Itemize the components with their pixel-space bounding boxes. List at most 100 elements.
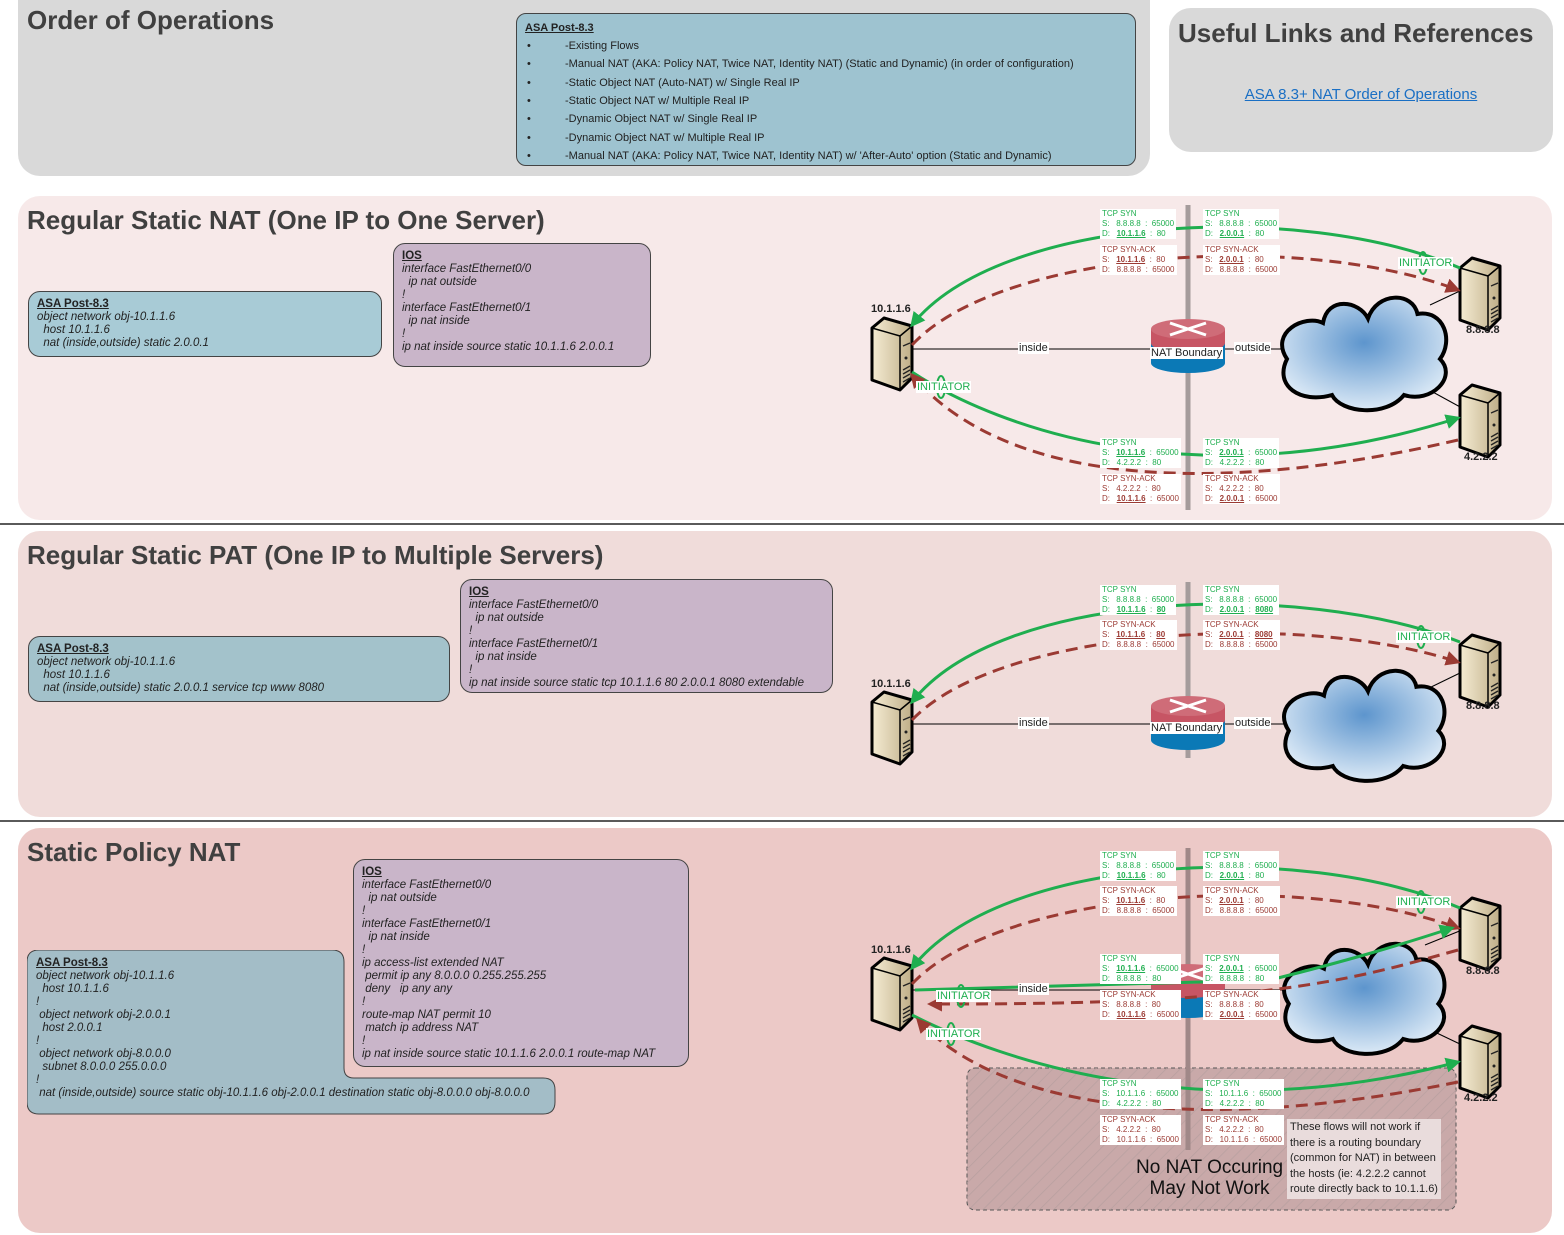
server-icon-vent	[902, 1005, 911, 1011]
tcp-syn-ack-packet-label: TCP SYN-ACK S: 4.2.2.2 : 80 D: 2.0.0.1 :…	[1203, 474, 1280, 504]
syn-ack-flow-arrow	[910, 631, 1461, 722]
server-icon-vent	[1490, 686, 1499, 692]
internet-cloud-icon	[1280, 295, 1449, 413]
order-of-operations-item-text: -Static Object NAT (Auto-NAT) w/ Single …	[565, 76, 800, 89]
nat-boundary-label: NAT Boundary	[1150, 722, 1224, 734]
config-line: !	[36, 1074, 40, 1086]
server-icon-vent	[902, 1013, 911, 1019]
tcp-syn-ack-packet-label: TCP SYN-ACK S: 2.0.0.1 : 8080 D: 8.8.8.8…	[1203, 620, 1280, 650]
tcp-syn-packet-label: TCP SYN S: 8.8.8.8 : 65000 D: 10.1.1.6 :…	[1100, 209, 1177, 239]
host-ip-label: 8.8.8.8	[1466, 324, 1500, 336]
nat-boundary-label: NAT Boundary	[1150, 347, 1224, 359]
order-of-operations-item: •-Static Object NAT w/ Multiple Real IP	[525, 92, 1127, 110]
tcp-syn-ack-packet-label: TCP SYN-ACK S: 2.0.0.1 : 80 D: 8.8.8.8 :…	[1203, 886, 1280, 916]
server-icon-drive	[1490, 282, 1499, 287]
syn-ack-flow-arrow	[915, 1017, 1459, 1112]
initiator-label: INITIATOR	[926, 1028, 982, 1040]
server-icon-drive	[1490, 409, 1499, 414]
config-line: interface FastEthernet0/0	[402, 263, 532, 275]
tcp-syn-ack-packet-label: TCP SYN-ACK S: 10.1.1.6 : 80 D: 8.8.8.8 …	[1100, 886, 1177, 916]
initiator-label: INITIATOR	[1396, 896, 1452, 908]
server-icon-drive	[902, 716, 911, 721]
server-icon-vent	[1490, 682, 1499, 688]
order-of-operations-item-text: -Dynamic Object NAT w/ Multiple Real IP	[565, 131, 765, 144]
config-line: interface FastEthernet0/0	[469, 599, 599, 611]
bullet-icon: •	[527, 149, 531, 162]
server-icon-drive	[1490, 922, 1499, 927]
server-icon-led	[1492, 1064, 1496, 1068]
config-box-title: IOS	[402, 250, 422, 262]
config-line: nat (inside,outside) static 2.0.0.1 serv…	[37, 682, 325, 694]
config-box-title: ASA Post-8.3	[37, 643, 109, 655]
server-icon-vent	[902, 373, 911, 379]
server-icon-edge	[1459, 905, 1501, 970]
host-ip-label: 4.2.2.2	[1464, 1092, 1498, 1104]
server-icon-edge	[871, 965, 913, 1030]
order-of-operations-item-text: -Static Object NAT w/ Multiple Real IP	[565, 95, 750, 108]
server-icon-vent	[902, 365, 911, 371]
server-icon-vent	[1490, 1085, 1499, 1091]
server-icon-edge	[871, 325, 913, 390]
tcp-syn-ack-packet-label: TCP SYN-ACK S: 10.1.1.6 : 80 D: 8.8.8.8 …	[1100, 620, 1177, 650]
order-of-operations-item-text: -Existing Flows	[565, 40, 639, 53]
config-box-title: ASA Post-8.3	[37, 298, 109, 310]
bullet-icon: •	[527, 76, 531, 89]
server-icon-vent	[1490, 444, 1499, 450]
server-icon-vent	[902, 739, 911, 745]
config-line: ip nat inside	[362, 931, 430, 943]
config-box-title: IOS	[362, 866, 382, 878]
order-of-operations-item-text: -Manual NAT (AKA: Policy NAT, Twice NAT,…	[565, 149, 1052, 162]
initiator-label: INITIATOR	[916, 381, 972, 393]
config-line: ip nat inside	[402, 315, 470, 327]
bullet-icon: •	[527, 131, 531, 144]
config-line: ip nat inside source static tcp 10.1.1.6…	[469, 677, 805, 689]
tcp-syn-ack-packet-label: TCP SYN-ACK S: 10.1.1.6 : 80 D: 8.8.8.8 …	[1100, 245, 1177, 275]
server-icon	[870, 690, 914, 766]
config-line: !	[469, 664, 473, 676]
tcp-syn-packet-label: TCP SYN S: 8.8.8.8 : 65000 D: 2.0.0.1 : …	[1203, 209, 1280, 239]
server-icon-vent	[1490, 1077, 1499, 1083]
server-icon	[1458, 633, 1502, 709]
bullet-icon: •	[527, 113, 531, 126]
cloud-link	[1429, 289, 1463, 306]
host-ip-label: 10.1.1.6	[871, 303, 911, 315]
server-icon-led	[1492, 936, 1496, 940]
host-ip-label: 10.1.1.6	[871, 944, 911, 956]
order-of-operations-title: Order of Operations	[27, 5, 275, 35]
server-icon-edge	[1459, 392, 1501, 457]
tcp-syn-packet-label: TCP SYN S: 8.8.8.8 : 65000 D: 2.0.0.1 : …	[1203, 851, 1280, 881]
server-icon-edge	[871, 699, 913, 764]
server-icon-vent	[1490, 690, 1499, 696]
useful-links-title: Useful Links and References	[1178, 18, 1534, 48]
config-line: host 2.0.0.1	[36, 1022, 103, 1034]
config-line: interface FastEthernet0/0	[362, 879, 492, 891]
tcp-syn-packet-label: TCP SYN S: 10.1.1.6 : 65000 D: 4.2.2.2 :…	[1100, 438, 1181, 468]
config-line: object network obj-2.0.0.1	[36, 1009, 171, 1021]
tcp-syn-ack-packet-label: TCP SYN-ACK S: 4.2.2.2 : 80 D: 10.1.1.6 …	[1203, 1115, 1284, 1145]
config-line: interface FastEthernet0/1	[362, 918, 492, 930]
server-icon-drive	[902, 982, 911, 987]
server-icon-vent	[1490, 694, 1499, 700]
server-icon-vent	[1490, 309, 1499, 315]
server-icon-vent	[902, 1009, 911, 1015]
order-of-operations-item: • -Static Object NAT (Auto-NAT) w/ Single…	[525, 74, 1127, 92]
server-icon-vent	[1490, 953, 1499, 959]
order-of-operations-item: • -Manual NAT (AKA: Policy NAT, Twice NAT…	[525, 147, 1127, 165]
router-icon-arrows-icon	[1169, 698, 1207, 714]
server-icon-vent	[902, 751, 911, 757]
tcp-syn-packet-label: TCP SYN S: 10.1.1.6 : 65000 D: 4.2.2.2 :…	[1203, 1079, 1284, 1109]
server-icon-vent	[902, 1017, 911, 1023]
config-line: permit ip any 8.0.0.0 0.255.255.255	[362, 970, 547, 982]
tcp-syn-packet-label: TCP SYN S: 2.0.0.1 : 65000 D: 8.8.8.8 : …	[1203, 954, 1280, 984]
section-title-static-policy-nat: Static Policy NAT	[27, 837, 241, 867]
link-asa-nat-order[interactable]: ASA 8.3+ NAT Order of Operations	[1244, 86, 1478, 103]
config-line: match ip address NAT	[362, 1022, 479, 1034]
server-icon-led	[904, 730, 908, 734]
server-icon-drive	[902, 342, 911, 347]
outside-label: outside	[1234, 717, 1272, 729]
server-icon-vent	[1490, 1073, 1499, 1079]
server-icon-vent	[902, 743, 911, 749]
